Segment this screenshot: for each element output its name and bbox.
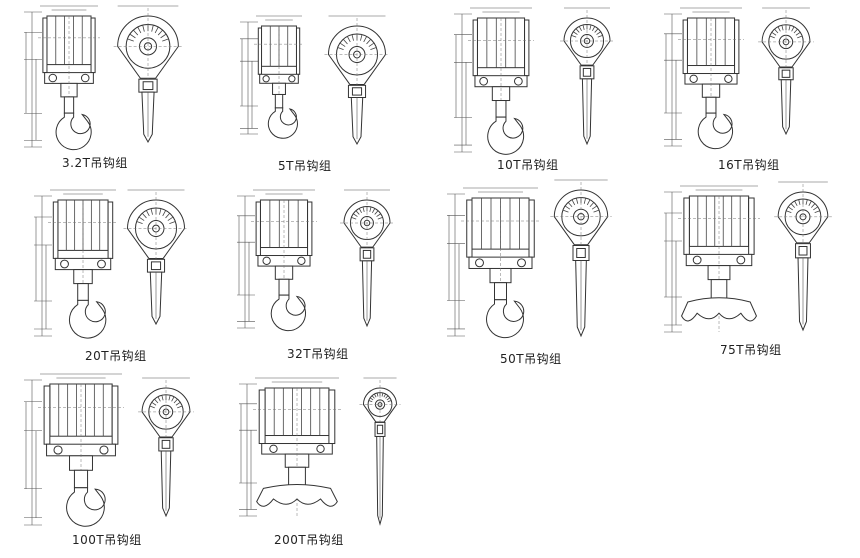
caption-32t: 32T吊钩组 (287, 347, 349, 361)
front-view-32t (237, 189, 317, 332)
caption-200t: 200T吊钩组 (274, 533, 344, 547)
front-view-16t (664, 7, 744, 150)
caption-100t: 100T吊钩组 (72, 533, 142, 547)
caption-75t: 75T吊钩组 (720, 343, 782, 357)
caption-50t: 50T吊钩组 (500, 352, 562, 366)
side-view-32t (340, 189, 394, 328)
side-view-16t (758, 7, 814, 136)
side-view-3-2t (113, 5, 183, 144)
front-view-75t (664, 185, 760, 333)
front-view-10t (454, 7, 534, 155)
front-view-200t (239, 377, 341, 517)
front-view-3-2t (24, 5, 100, 151)
side-view-50t (550, 179, 612, 338)
caption-3-2t: 3.2T吊钩组 (62, 156, 128, 170)
caption-16t: 16T吊钩组 (718, 158, 780, 172)
side-view-5t (324, 15, 390, 146)
front-view-50t (447, 187, 540, 339)
front-view-100t (24, 373, 124, 527)
front-view-5t (240, 15, 304, 139)
side-view-20t (123, 189, 189, 326)
caption-20t: 20T吊钩组 (85, 349, 147, 363)
caption-10t: 10T吊钩组 (497, 158, 559, 172)
side-view-75t (774, 181, 832, 332)
side-view-200t (359, 377, 401, 526)
side-view-10t (560, 7, 614, 146)
side-view-100t (138, 377, 194, 518)
caption-5t: 5T吊钩组 (278, 159, 332, 173)
front-view-20t (34, 189, 118, 339)
